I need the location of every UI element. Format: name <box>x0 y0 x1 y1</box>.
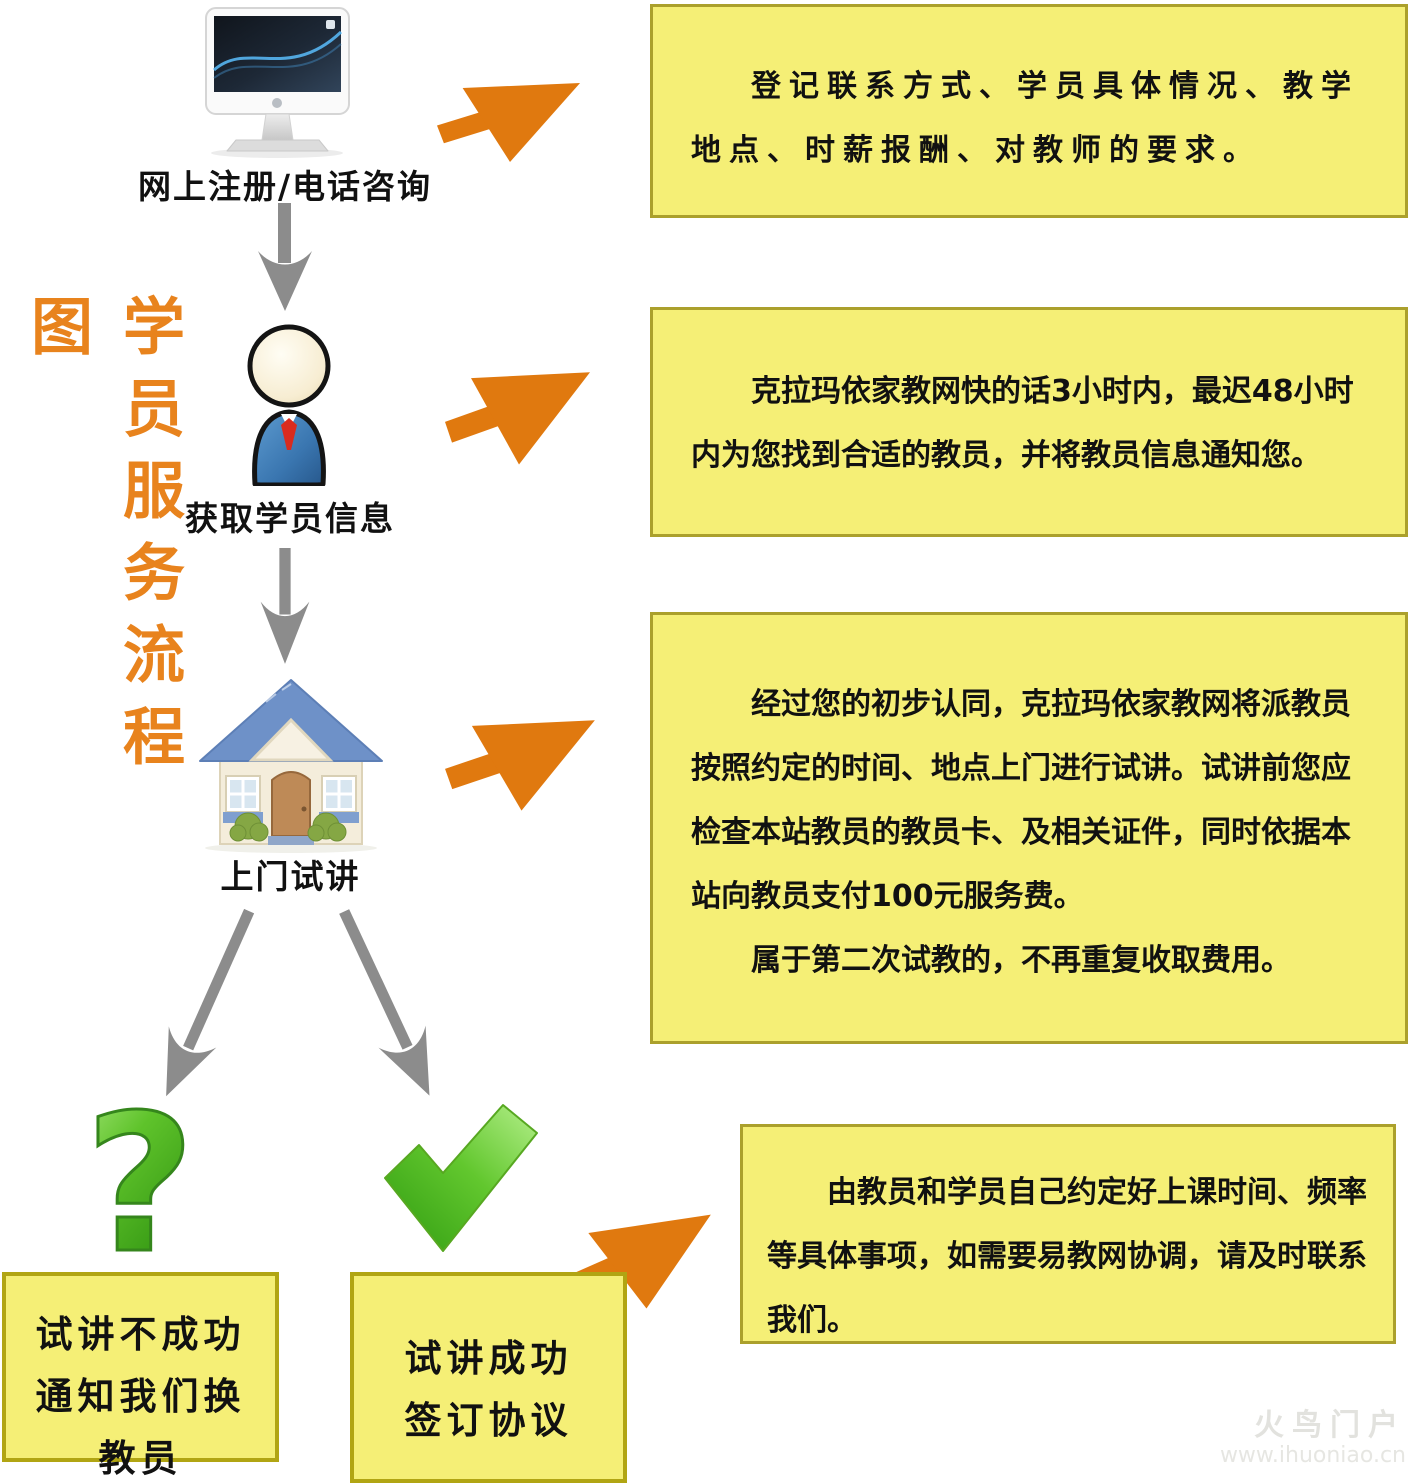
note-text: 克拉玛依家教网快的话3小时内，最迟48小时内为您找到合适的教员，并将教员信息通知… <box>691 374 1354 473</box>
outcome-success-line: 试讲成功 <box>404 1337 573 1380</box>
outcome-fail-line: 教员 <box>98 1437 183 1480</box>
note-paragraph: 属于第二次试教的，不再重复收取费用。 <box>751 943 1291 978</box>
note-match-teacher: 克拉玛依家教网快的话3小时内，最迟48小时内为您找到合适的教员，并将教员信息通知… <box>650 307 1408 537</box>
note-schedule-agreement: 由教员和学员自己约定好上课时间、频率等具体事项，如需要易教网协调，请及时联系我们… <box>740 1124 1396 1344</box>
orange-arrow-icon <box>444 370 594 468</box>
outcome-box-fail: 试讲不成功 通知我们换 教员 <box>2 1272 279 1480</box>
step-label-register: 网上注册/电话咨询 <box>137 167 433 206</box>
check-mark-icon <box>383 1103 540 1253</box>
note-paragraph: 经过您的初步认同，克拉玛依家教网将派教员按照约定的时间、地点上门进行试讲。试讲前… <box>691 687 1351 914</box>
outcome-fail-line: 通知我们换 <box>35 1375 246 1418</box>
arrow-diagonal-left-icon <box>136 898 278 1111</box>
arrow-down-icon <box>255 548 315 666</box>
arrow-down-icon <box>253 203 317 313</box>
page-title: 学员服务流程图 <box>20 294 185 786</box>
orange-arrow-icon <box>444 718 599 814</box>
step-label-collect-info: 获取学员信息 <box>185 499 395 538</box>
arrow-diagonal-right-icon <box>315 898 460 1111</box>
house-icon <box>196 664 386 854</box>
step-label-trial-lecture: 上门试讲 <box>220 857 361 896</box>
question-mark-icon: ? <box>78 1098 203 1270</box>
note-text: 由教员和学员自己约定好上课时间、频率等具体事项，如需要易教网协调，请及时联系我们… <box>767 1175 1367 1338</box>
note-trial-lecture-rules: 经过您的初步认同，克拉玛依家教网将派教员按照约定的时间、地点上门进行试讲。试讲前… <box>650 612 1408 1044</box>
note-text: 登记联系方式、学员具体情况、教学地点、时薪报酬、对教师的要求。 <box>691 69 1359 168</box>
watermark-brand: 火鸟门户 <box>1254 1408 1406 1443</box>
person-icon <box>232 314 346 486</box>
svg-text:?: ? <box>85 1098 195 1270</box>
outcome-success-line: 签订协议 <box>404 1399 573 1442</box>
note-register-details: 登记联系方式、学员具体情况、教学地点、时薪报酬、对教师的要求。 <box>650 4 1408 218</box>
orange-arrow-icon <box>436 80 584 166</box>
watermark-url: www.ihuoniao.cn <box>1219 1443 1406 1468</box>
watermark: 火鸟门户 www.ihuoniao.cn <box>1220 1409 1406 1469</box>
outcome-box-success: 试讲成功 签订协议 <box>350 1272 627 1483</box>
outcome-fail-line: 试讲不成功 <box>35 1313 246 1356</box>
imac-computer-icon <box>200 6 355 158</box>
